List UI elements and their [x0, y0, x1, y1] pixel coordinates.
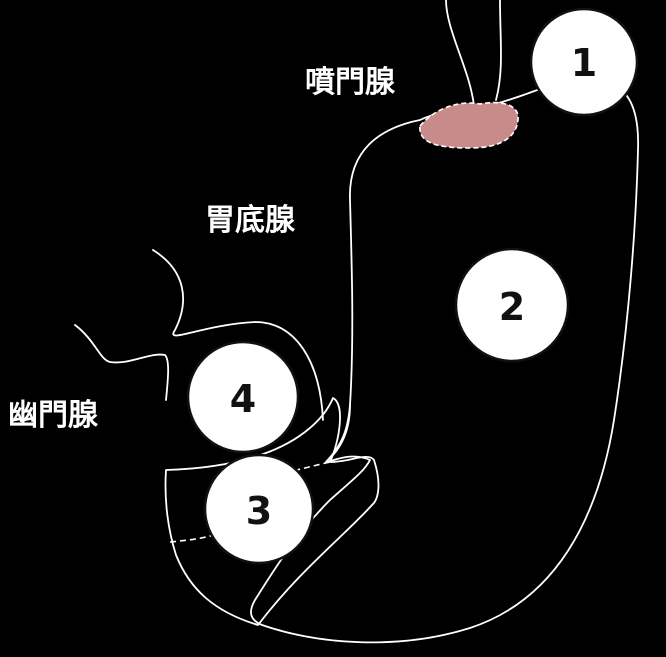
- cardiac-gland-region: [420, 103, 518, 148]
- badge-3-number: 3: [246, 489, 272, 533]
- pyloric-glands-label: 幽門腺: [8, 398, 99, 433]
- badge-2: 2: [456, 249, 568, 361]
- badge-3: 3: [205, 455, 313, 563]
- badge-2-number: 2: [499, 285, 525, 329]
- badge-1: 1: [531, 9, 637, 115]
- esophagus-outline-inner: [496, 0, 501, 100]
- duodenum-lower-outline: [75, 325, 168, 400]
- esophagus-outline: [446, 0, 474, 106]
- cardiac-glands-label: 噴門腺: [305, 65, 396, 100]
- badge-4: 4: [188, 342, 298, 452]
- fundic-glands-label: 胃底腺: [205, 203, 296, 238]
- badge-4-number: 4: [230, 377, 256, 421]
- badge-1-number: 1: [571, 41, 597, 85]
